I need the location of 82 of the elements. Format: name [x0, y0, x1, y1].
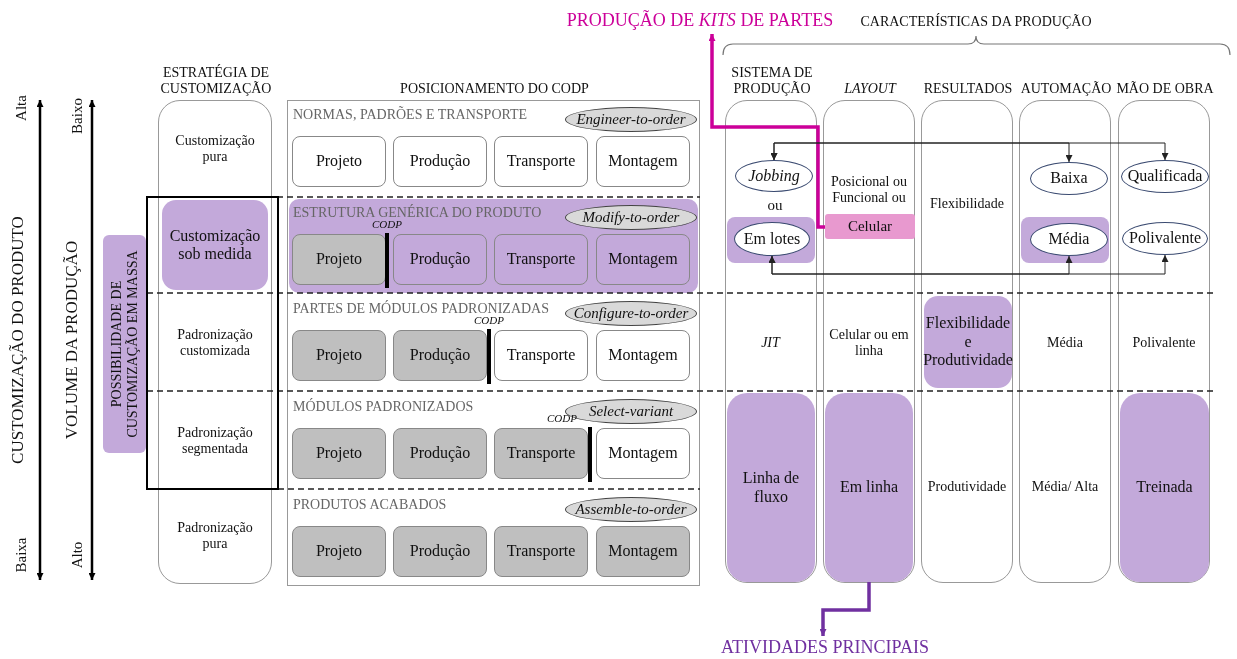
process-box: Produção: [393, 428, 487, 479]
table-cell: Celular ou em linha: [825, 296, 913, 390]
label-text: Alta: [13, 95, 31, 121]
row-heading: MÓDULOS PADRONIZADOS: [293, 399, 474, 416]
highlight-box: Celular: [825, 214, 915, 239]
process-box: Montagem: [596, 330, 690, 381]
column-heading: MÃO DE OBRA: [1115, 80, 1215, 97]
row-heading: PRODUTOS ACABADOS: [293, 497, 447, 514]
highlight-box: [727, 217, 815, 263]
process-box: Produção: [393, 526, 487, 577]
label-text: ou: [766, 197, 784, 215]
process-box: Transporte: [494, 330, 588, 381]
process-box: Produção: [393, 330, 487, 381]
process-box: Produção: [393, 136, 487, 187]
label-text: CARACTERÍSTICAS DA PRODUÇÃO: [859, 14, 1093, 31]
column-heading: LAYOUT: [843, 80, 898, 97]
process-box: Projeto: [292, 330, 386, 381]
highlight-band: [103, 235, 146, 453]
label-text: CUSTOMIZAÇÃO DO PRODUTO: [8, 216, 28, 464]
arrow: [708, 34, 825, 229]
label-text: Baixo: [69, 98, 87, 134]
strategy-ellipse: Modify-to-order: [565, 205, 697, 230]
process-box: Projeto: [292, 526, 386, 577]
label-text: Alto: [69, 541, 87, 569]
process-box: Montagem: [596, 234, 690, 285]
value-ellipse: Baixa: [1030, 162, 1108, 195]
value-ellipse: Jobbing: [735, 160, 813, 192]
caption-text: ATIVIDADES PRINCIPAIS: [700, 636, 950, 658]
label-text: Baixa: [13, 537, 31, 573]
process-box: Transporte: [494, 526, 588, 577]
value-ellipse: Em lotes: [734, 222, 810, 256]
value-ellipse: Média: [1030, 223, 1108, 256]
process-box: Montagem: [596, 526, 690, 577]
codp-label: CODP: [547, 412, 577, 425]
process-box: Montagem: [596, 428, 690, 479]
process-box: Transporte: [494, 136, 588, 187]
highlight-cell: Linha de fluxo: [727, 393, 815, 582]
column-heading: ESTRATÉGIA DE CUSTOMIZAÇÃO: [159, 64, 273, 97]
highlight-cell: Treinada: [1120, 393, 1209, 582]
table-cell: Polivalente: [1120, 296, 1208, 390]
column-heading: AUTOMAÇÃO: [1019, 80, 1113, 97]
column-heading: RESULTADOS: [922, 80, 1014, 97]
value-ellipse: Qualificada: [1121, 160, 1209, 193]
column-heading: SISTEMA DE PRODUÇÃO: [730, 64, 814, 97]
table-cell: Posicional ou Funcional ou: [825, 168, 913, 212]
process-box: Transporte: [494, 234, 588, 285]
table-cell: Média: [1021, 296, 1109, 390]
arrow: [819, 582, 871, 636]
label-text: VOLUME DA PRODUÇÃO: [62, 240, 82, 440]
caption-text: PRODUÇÃO DE KITS DE PARTES: [555, 6, 845, 34]
table-cell: Padronização pura: [160, 492, 270, 580]
row-heading: NORMAS, PADRÕES E TRANSPORTE: [293, 107, 528, 124]
table-cell: Padronização segmentada: [160, 394, 270, 488]
process-box: Produção: [393, 234, 487, 285]
strategy-ellipse: Configure-to-order: [565, 301, 697, 326]
table-cell: Flexibilidade: [923, 182, 1011, 226]
highlight-cell: Flexibilidade e Produtividade: [924, 296, 1012, 388]
table-cell: Padronização customizada: [160, 296, 270, 390]
row-heading: PARTES DE MÓDULOS PADRONIZADAS: [293, 301, 549, 317]
codp-label: CODP: [474, 314, 504, 327]
highlight-cell: Em linha: [825, 393, 913, 582]
process-box: Projeto: [292, 136, 386, 187]
band-text: POSSIBILIDADE DE CUSTOMIZAÇÃO EM MASSA: [108, 249, 141, 440]
table-cell: JIT: [727, 296, 814, 390]
codp-label: CODP: [372, 218, 402, 231]
column-heading: POSICIONAMENTO DO CODP: [399, 80, 590, 97]
highlight-cell: Customização sob medida: [162, 200, 268, 290]
process-box: Projeto: [292, 234, 386, 285]
arrow: [768, 254, 1169, 275]
value-ellipse: Polivalente: [1122, 222, 1208, 255]
row-heading: ESTRUTURA GENÉRICA DO PRODUTO: [293, 205, 542, 221]
strategy-ellipse: Assemble-to-order: [565, 497, 697, 522]
table-cell: Média/ Alta: [1021, 393, 1109, 582]
process-box: Transporte: [494, 428, 588, 479]
process-box: Montagem: [596, 136, 690, 187]
highlight-box: [1021, 217, 1109, 263]
process-box: Projeto: [292, 428, 386, 479]
strategy-ellipse: Engineer-to-order: [565, 107, 697, 132]
table-cell: Produtividade: [923, 393, 1011, 582]
highlight-row-band: [289, 199, 698, 293]
arrow: [770, 142, 1169, 161]
table-cell: Customização pura: [160, 102, 270, 196]
